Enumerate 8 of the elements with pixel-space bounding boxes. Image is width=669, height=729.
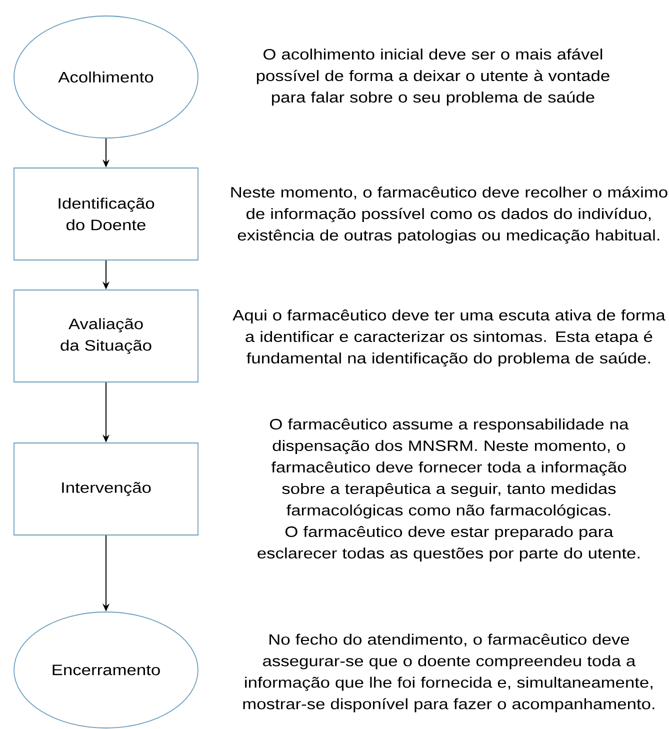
description-text: O farmacêutico assume a responsabilidade na dispensação dos MNSRM. Neste momento, o farmacêutico deve fornecer toda a informação sobre a terapêutica a seguir, tanto medidas farmacológicas como não farmacológicas. O farmacêutico deve estar preparado para esclarecer todas as questões por parte do utente. xyxy=(258,418,640,562)
process-box: Intervenção xyxy=(14,442,198,536)
process-box: Avaliação da Situação xyxy=(14,290,198,382)
description-text: O acolhimento inicial deve ser o mais afável possível de forma a deixar o utente à vontade para falar sobre o seu problema de saúde xyxy=(256,48,610,106)
description-text: Aqui o farmacêutico deve ter uma escuta ativa de forma a identificar e caracterizar os sintomas. Esta etapa é fundamental na identificação do problema de saúde. xyxy=(232,309,666,367)
process-box: Identificação do Doente xyxy=(14,168,198,260)
description-text: Neste momento, o farmacêutico deve recolher o máximo de informação possível como os dados do indivíduo, existência de outras patologias ou medicação habitual. xyxy=(231,186,668,244)
description-text: No fecho do atendimento, o farmacêutico deve assegurar-se que o doente compreendeu toda a informação que lhe foi fornecida e, simultaneamente, mostrar-se disponível para fazer o acompanhamento. xyxy=(243,634,654,712)
